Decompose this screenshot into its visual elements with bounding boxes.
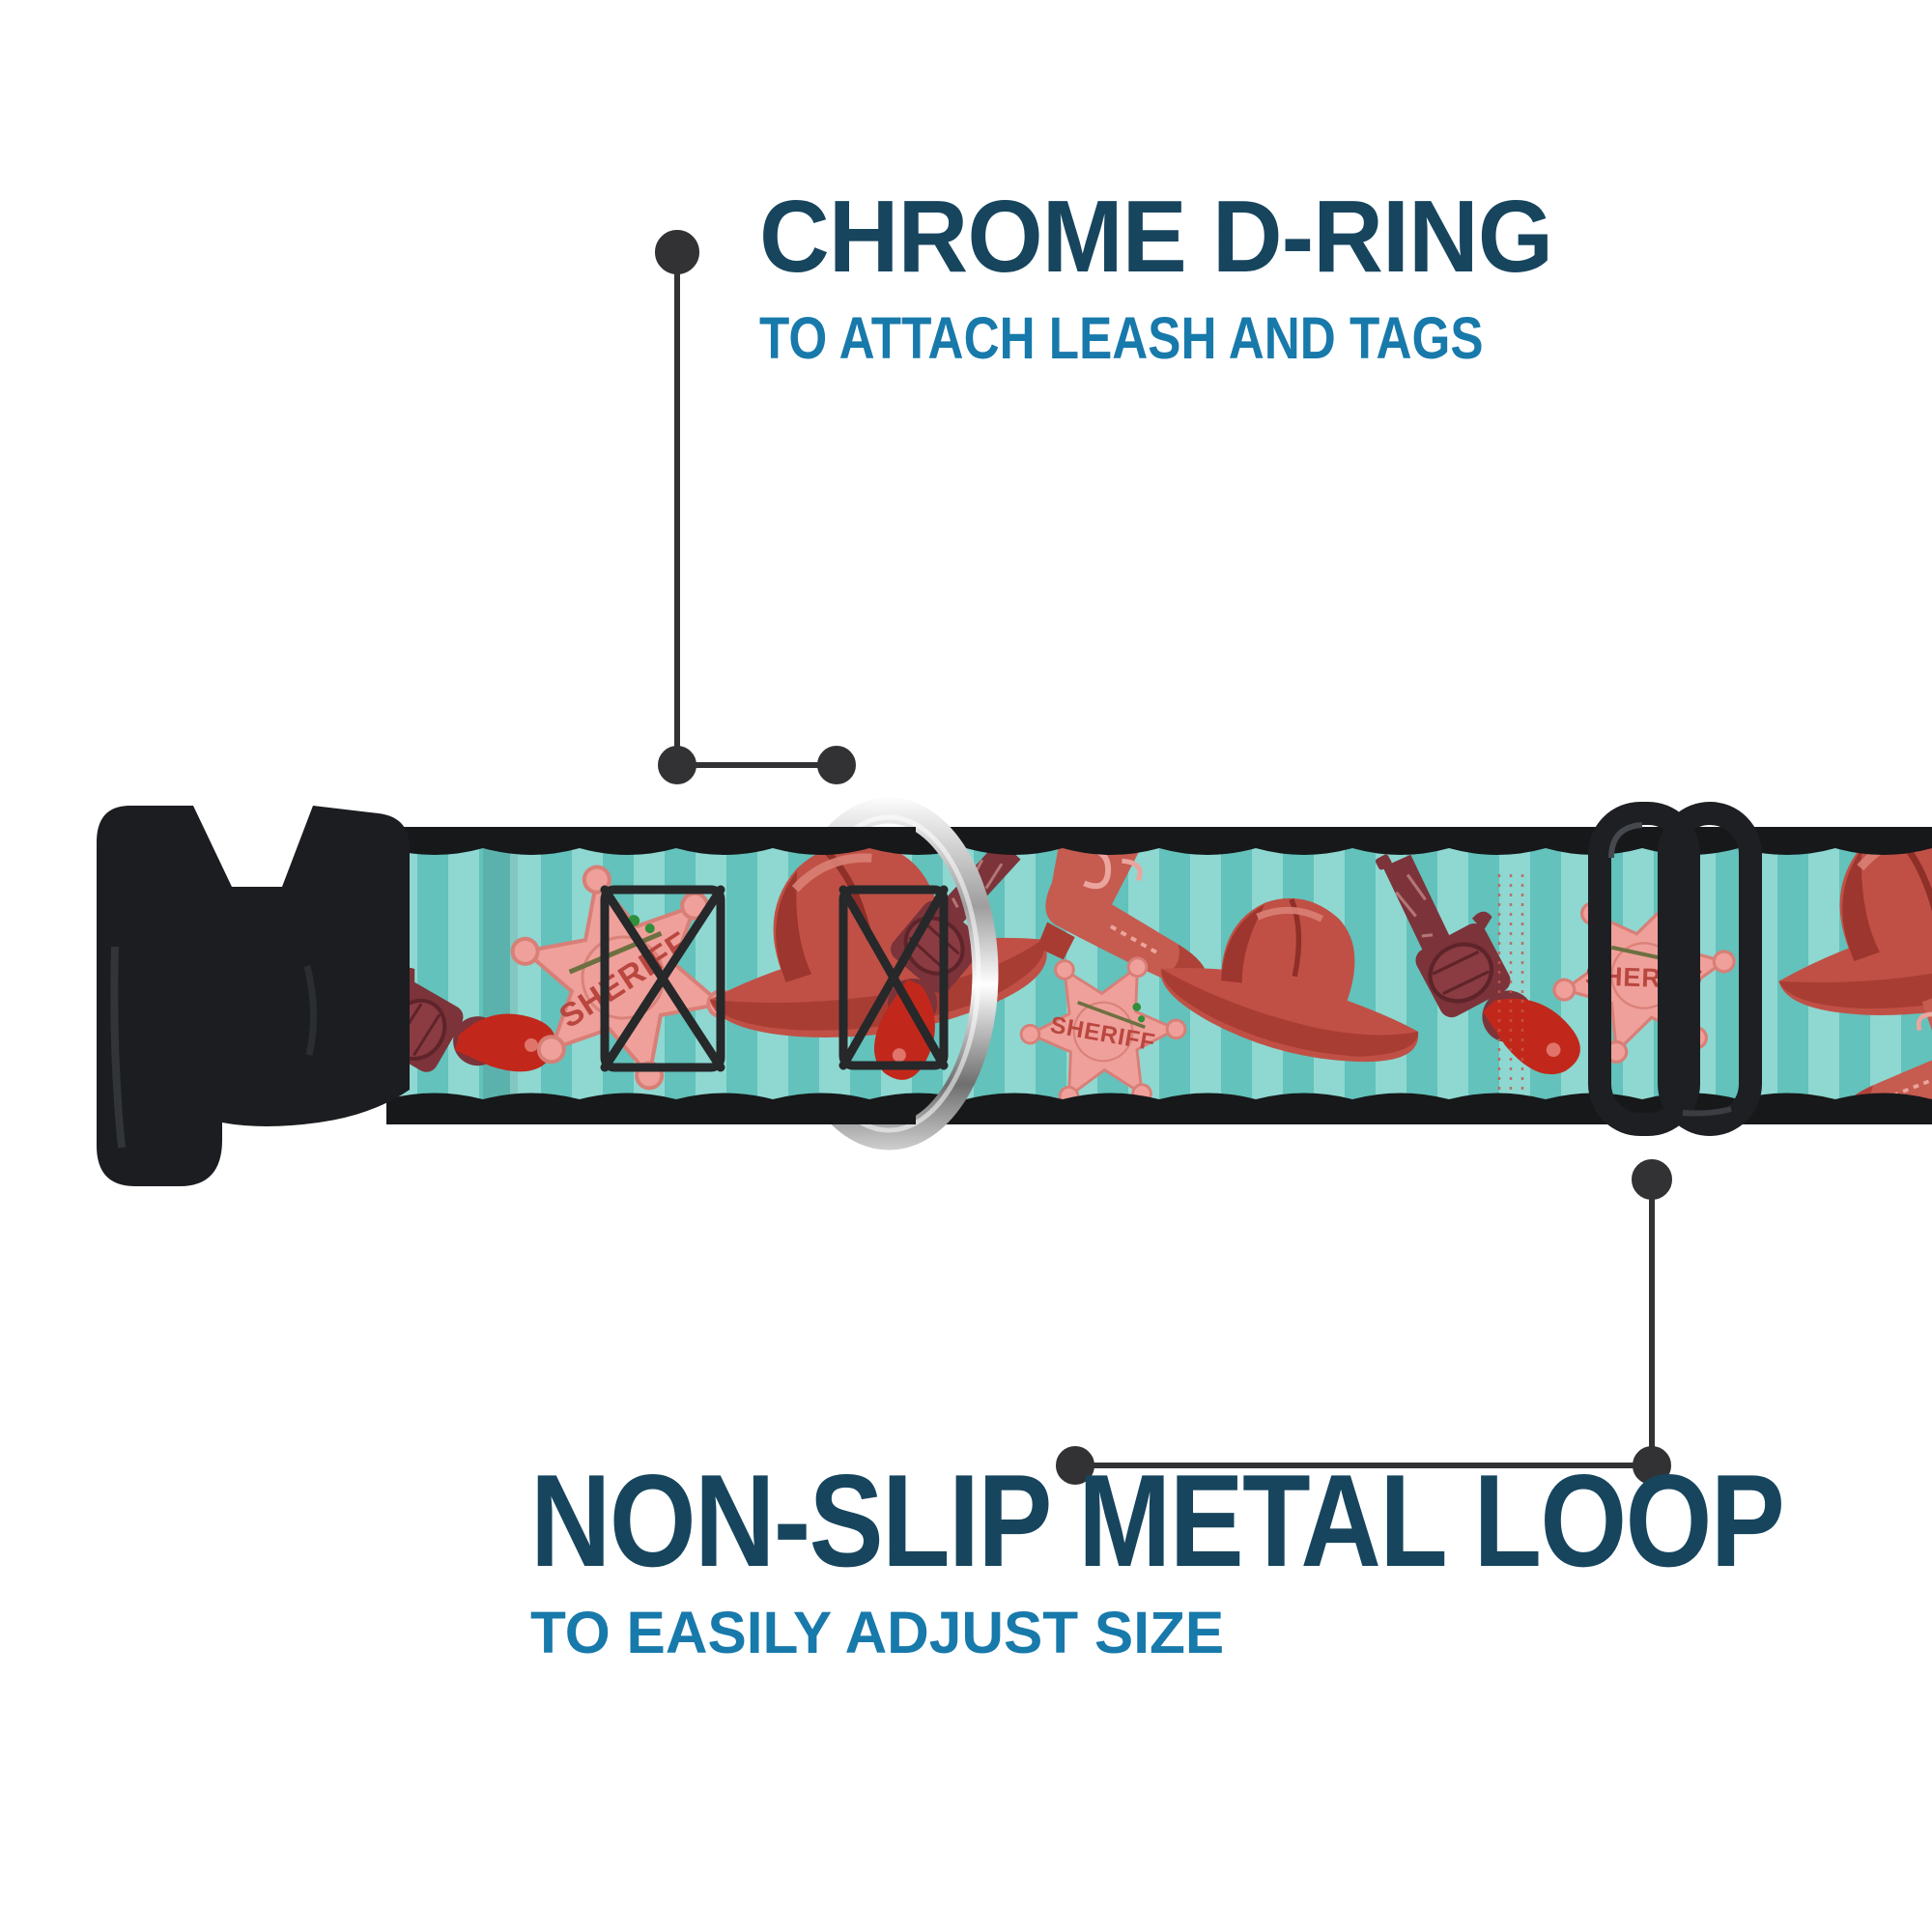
top-title: CHROME D-RING (759, 180, 1553, 294)
callout-top (655, 230, 856, 784)
metal-slider-loop (1588, 802, 1762, 1136)
chrome-d-ring-front (916, 803, 999, 1145)
stitch-box (838, 885, 949, 1070)
bottom-subtitle: TO EASILY ADJUST SIZE (530, 1600, 1225, 1665)
callout-dot (1632, 1159, 1672, 1200)
webbing-bottom-edge (386, 1093, 1932, 1124)
bottom-title: NON-SLIP METAL LOOP (530, 1447, 1785, 1594)
callout-dot (658, 746, 696, 784)
callout-bottom (1056, 1159, 1672, 1485)
callout-dot (1633, 1446, 1671, 1485)
callout-dot (1056, 1446, 1094, 1485)
callout-top-label: CHROME D-RING TO ATTACH LEASH AND TAGS (759, 185, 1621, 368)
stitch-ticks (1497, 874, 1524, 1092)
top-subtitle: TO ATTACH LEASH AND TAGS (759, 305, 1484, 371)
stitch-box (600, 885, 725, 1072)
callout-bottom-label: NON-SLIP METAL LOOP TO EASILY ADJUST SIZ… (530, 1455, 1932, 1662)
side-release-buckle (97, 806, 410, 1186)
webbing-top-edge (386, 827, 1932, 855)
callout-dot (655, 230, 699, 274)
callout-dot (817, 746, 856, 784)
